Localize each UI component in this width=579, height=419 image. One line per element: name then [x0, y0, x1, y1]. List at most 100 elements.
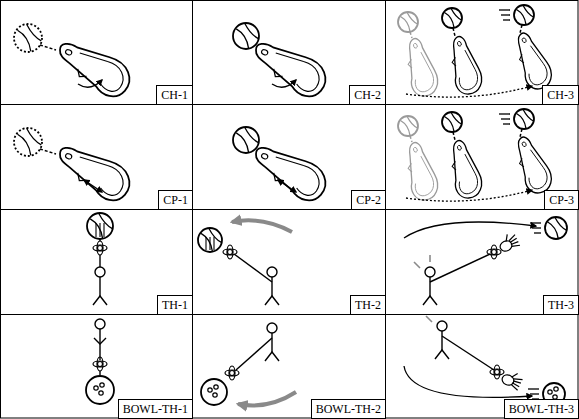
tether-line: [410, 32, 412, 38]
speed-line: [499, 113, 510, 114]
finger: [512, 243, 520, 249]
figure-body: [441, 331, 442, 350]
ball-outline: [87, 213, 113, 239]
panel-art: [201, 323, 296, 406]
ball: [87, 213, 113, 239]
figure-head: [437, 321, 447, 331]
figure-arm: [99, 255, 100, 267]
ball-seam: [90, 219, 102, 239]
ball-seam: [18, 134, 31, 155]
ball-outline: [233, 127, 259, 153]
controller-inner-line: [405, 155, 437, 198]
controller: [246, 36, 331, 101]
controller-button: [261, 153, 269, 160]
stick-figure: [236, 323, 279, 370]
rotation-arrow: [272, 80, 296, 87]
ball-outline: [398, 12, 418, 32]
gripping-finger: [99, 223, 100, 237]
controller-body: [506, 29, 557, 93]
panel-label: CP-2: [356, 193, 381, 208]
panel-label: BOWL-TH-2: [316, 402, 381, 417]
figure-body: [271, 277, 272, 296]
speed-line: [503, 123, 510, 124]
gripping-finger: [205, 237, 206, 250]
controller-trigger: [518, 158, 526, 168]
finger: [511, 241, 519, 245]
controller-button: [457, 145, 462, 151]
figure-arm: [430, 254, 490, 282]
stick-figure: [234, 254, 279, 305]
controller-body: [246, 36, 331, 101]
speed-line: [532, 227, 541, 228]
tether-line: [453, 28, 455, 36]
tracker-ring: [223, 249, 237, 255]
tether-line: [520, 129, 522, 137]
tether-line: [410, 136, 412, 142]
tracker-core: [495, 370, 500, 375]
controller: [397, 36, 442, 100]
ball: [442, 8, 462, 28]
ball-outline: [514, 5, 534, 25]
figure-head: [425, 267, 435, 277]
controller-trigger: [407, 59, 414, 69]
panel-art: [14, 24, 136, 102]
ball-outline: [86, 376, 114, 404]
panel-label-box: CH-2: [349, 85, 386, 105]
tracker-device: [223, 245, 237, 259]
figure-arms: [94, 338, 106, 344]
panel-label-box: TH-2: [350, 295, 386, 315]
panel-art: [87, 213, 113, 305]
ball: [398, 12, 418, 32]
controller-body: [441, 34, 486, 98]
figure-head: [95, 267, 105, 277]
figure-arm: [236, 338, 272, 370]
finger-hole: [100, 383, 104, 387]
ball-seam: [451, 8, 462, 20]
tracker-device: [93, 241, 107, 255]
ball-outline: [14, 128, 42, 156]
finger-hole: [99, 391, 103, 395]
trajectory-arc: [406, 190, 532, 201]
tracker-ring: [227, 245, 233, 259]
ball-seam: [245, 127, 259, 142]
ball-seam: [401, 121, 411, 136]
figure-body: [99, 277, 100, 296]
ball: [514, 5, 534, 25]
trajectory-arc: [404, 222, 536, 238]
figure-legs: [435, 350, 449, 359]
ball-seam: [407, 12, 418, 24]
tracker-ring: [93, 245, 107, 251]
speed-line: [501, 14, 510, 15]
gripping-finger: [209, 237, 210, 250]
controller-trigger: [451, 161, 458, 171]
tether-line: [40, 149, 56, 154]
panel-label-box: BOWL-TH-3: [504, 399, 579, 419]
controller: [246, 140, 331, 205]
controller-inner-line: [267, 49, 325, 95]
panel-label-box: CP-2: [351, 190, 386, 210]
speed-line: [501, 118, 510, 119]
ball-seam: [517, 114, 527, 129]
controller-button: [521, 141, 526, 147]
panel-art: [233, 127, 332, 206]
motion-hint: [414, 262, 420, 268]
panel-label: CP-1: [163, 193, 188, 208]
controller-trigger: [518, 54, 526, 64]
finger-hole: [214, 385, 218, 389]
tether-line: [520, 25, 522, 33]
ball: [198, 228, 222, 252]
ball: [442, 112, 462, 132]
figure-legs: [423, 296, 437, 305]
controller-button: [457, 41, 462, 47]
tracker-ring: [494, 365, 500, 379]
controller: [441, 138, 486, 202]
panel-label-box: BOWL-TH-1: [118, 399, 193, 419]
panel-art: [397, 109, 557, 204]
ball-seam: [201, 233, 212, 251]
tether-line: [453, 132, 455, 140]
controller-button: [521, 37, 526, 43]
ball: [398, 116, 418, 136]
motion-arrow: [232, 220, 292, 232]
open-hand: [496, 231, 520, 253]
